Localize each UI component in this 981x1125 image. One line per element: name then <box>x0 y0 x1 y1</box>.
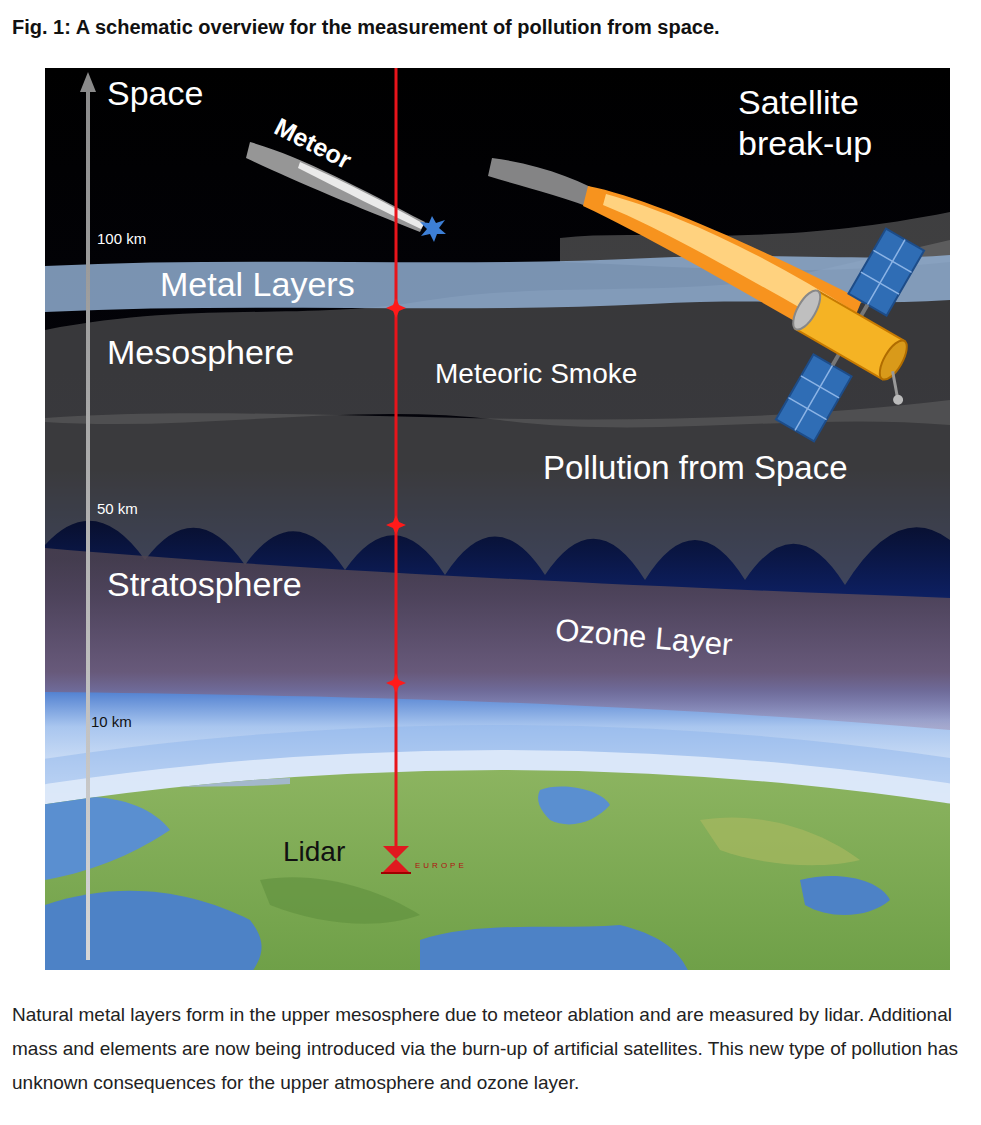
map-seas-part <box>538 786 610 824</box>
map-seas-part <box>420 925 690 970</box>
region-label: Stratosphere <box>107 565 302 604</box>
map-seas-part <box>170 778 290 787</box>
layer-label: Pollution from Space <box>543 449 848 487</box>
backscatter-mark <box>386 515 406 535</box>
altitude-axis-part <box>80 72 96 92</box>
figure-caption: Natural metal layers form in the upper m… <box>12 998 962 1100</box>
backscatter-mark <box>386 673 406 693</box>
horizon-glow <box>45 725 950 970</box>
map-seas-part <box>45 891 262 970</box>
region-label: Space <box>107 74 203 113</box>
map-seas-part <box>800 876 890 915</box>
meteor-streak <box>298 162 424 229</box>
altitude-tick: 100 km <box>97 230 146 247</box>
map-seas <box>45 778 890 970</box>
sky-scene <box>45 68 950 970</box>
map-label: EUROPE <box>415 861 467 870</box>
map-seas-part <box>700 817 860 865</box>
meteor-burst <box>420 216 446 242</box>
lidar-beam <box>395 68 398 846</box>
satellite-part <box>776 354 852 441</box>
event-label: Satellite break-up <box>738 82 938 164</box>
earth <box>45 770 950 970</box>
lidar-symbol-part <box>383 846 409 859</box>
lidar-symbol <box>381 846 411 873</box>
lidar-symbol-part <box>381 872 411 874</box>
satellite-part <box>891 393 905 407</box>
altitude-tick: 10 km <box>91 713 132 730</box>
backscatter-mark <box>386 298 406 318</box>
satellite <box>744 210 950 470</box>
figure-title: Fig. 1: A schematic overview for the mea… <box>12 16 720 39</box>
map-seas-part <box>45 797 170 880</box>
satellite-part <box>868 240 906 305</box>
lidar-symbol-part <box>383 859 409 872</box>
satellite-part <box>795 365 833 430</box>
altitude-axis-part <box>86 88 90 960</box>
instrument-label: Lidar <box>283 836 345 868</box>
ozone-band <box>45 548 950 730</box>
altitude-axis <box>80 72 96 960</box>
horizon-glow <box>45 750 950 970</box>
layer-label: Metal Layers <box>160 265 355 304</box>
layer-label: Meteoric Smoke <box>435 358 637 390</box>
altitude-tick: 50 km <box>97 500 138 517</box>
satellite-part <box>883 371 908 397</box>
map-seas-part <box>260 877 420 923</box>
region-label: Mesosphere <box>107 333 294 372</box>
satellite-part <box>848 229 924 316</box>
satellite-part <box>788 286 826 333</box>
